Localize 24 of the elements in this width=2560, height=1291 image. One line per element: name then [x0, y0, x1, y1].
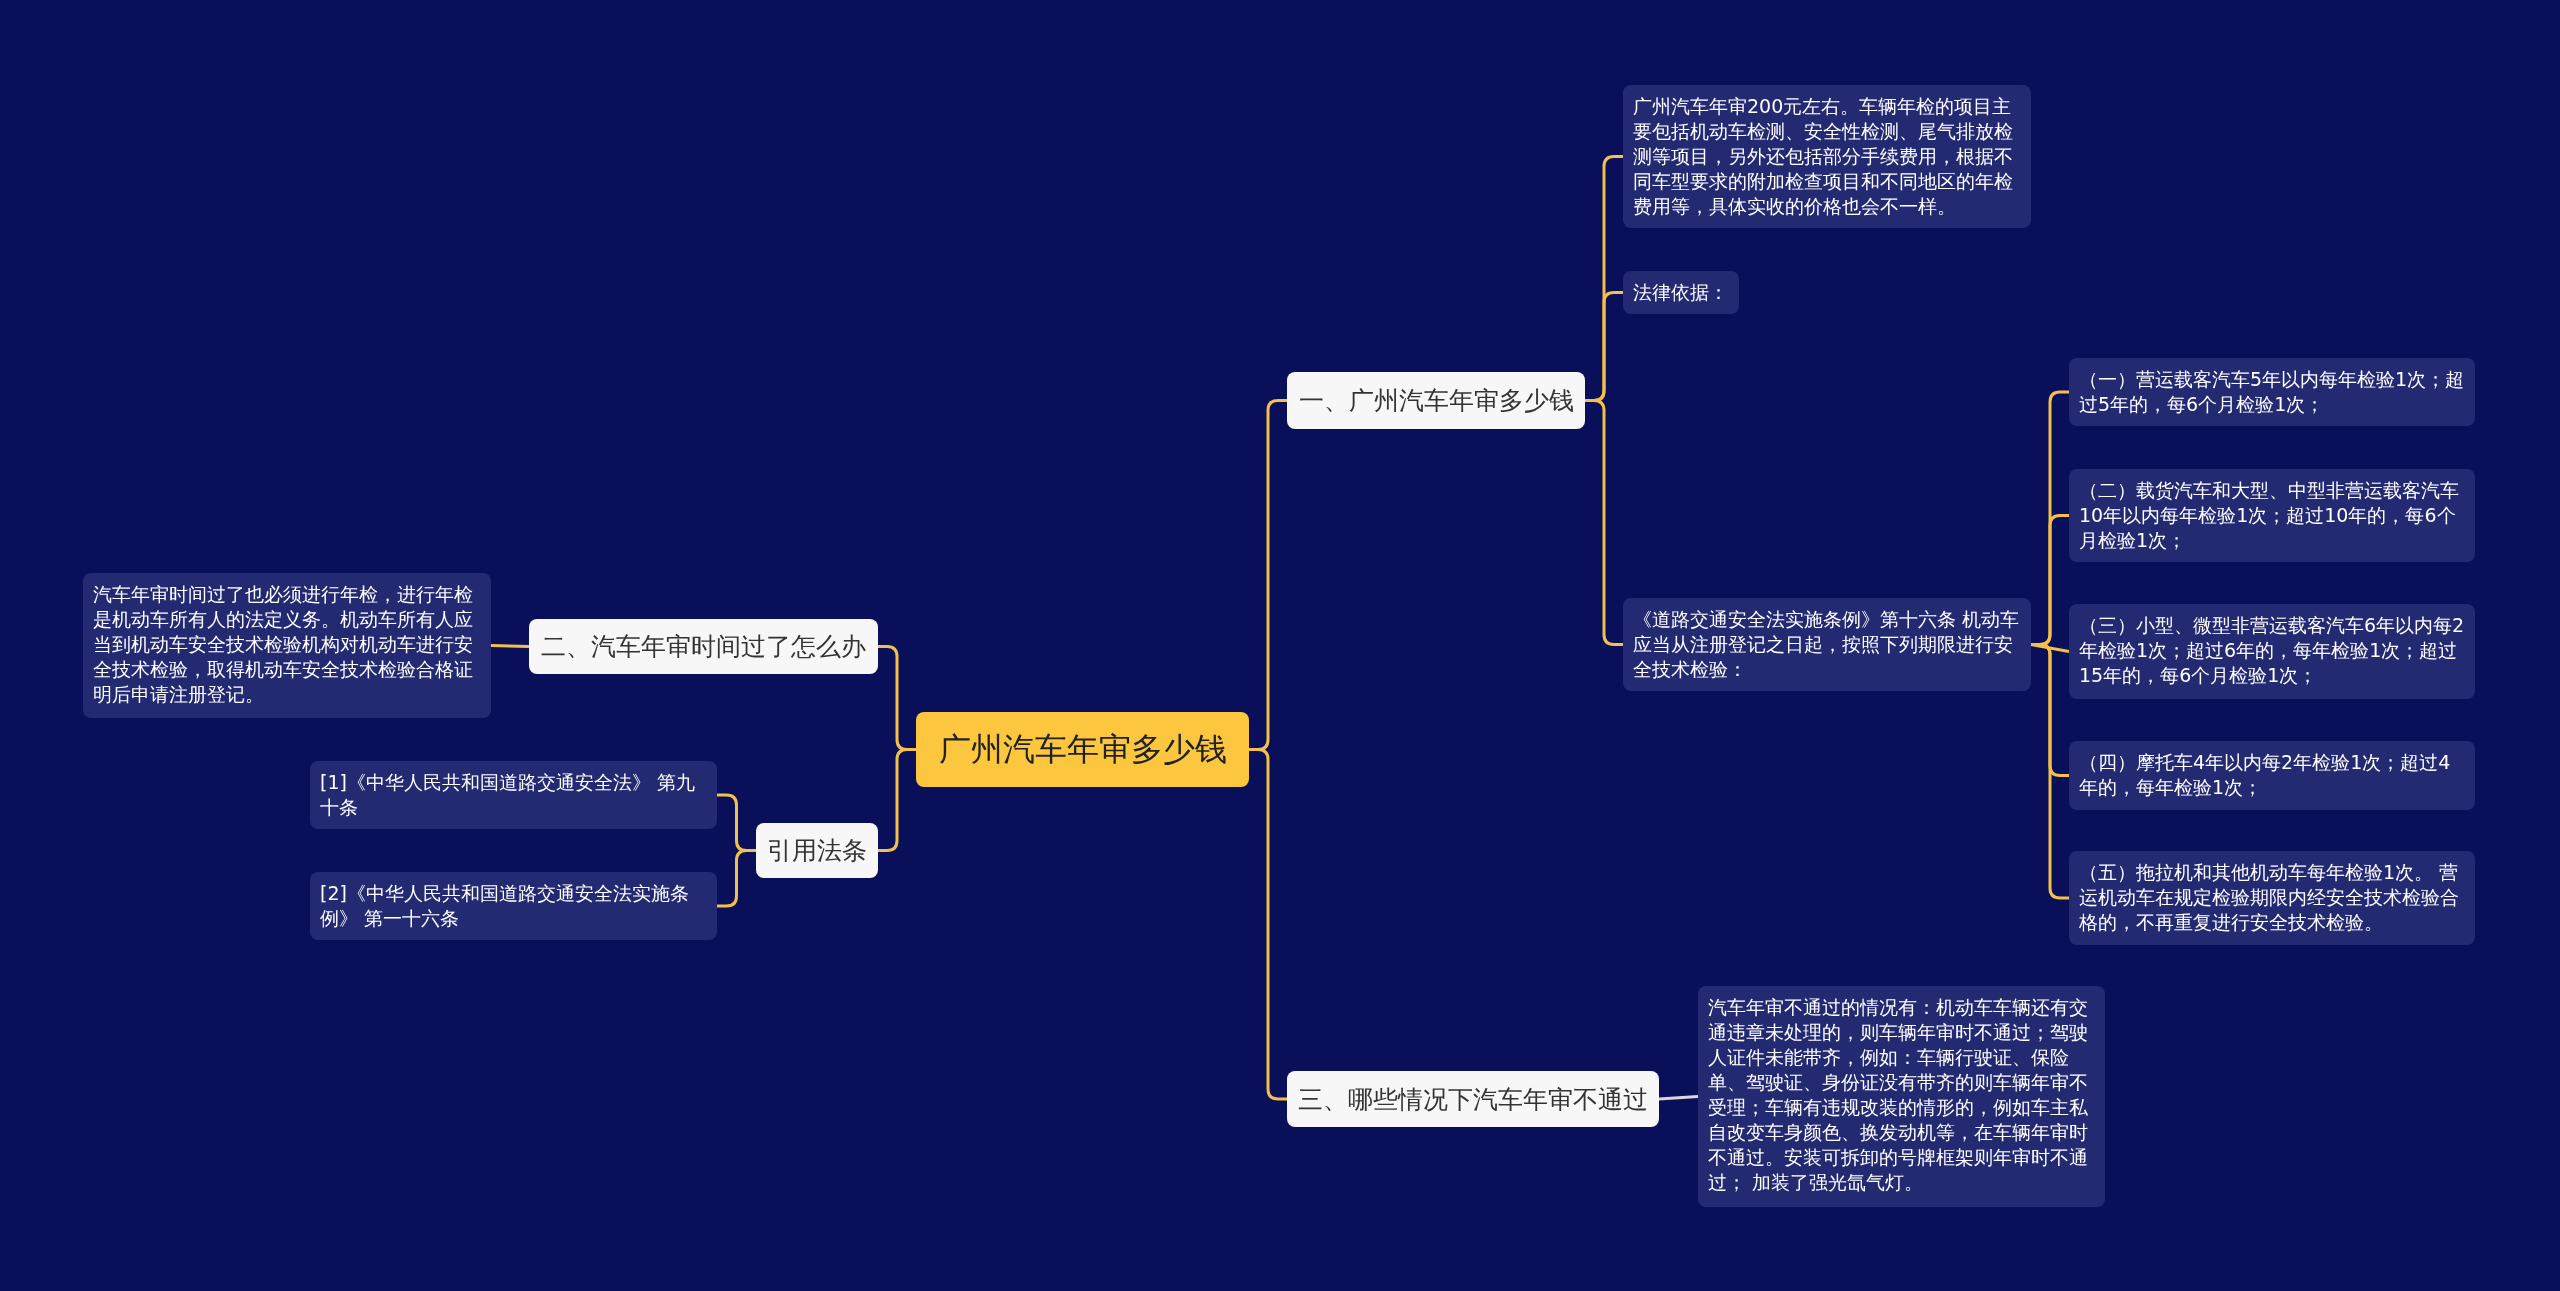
connector-line	[717, 849, 756, 908]
note-box: 汽车年审时间过了也必须进行年检，进行年检是机动车所有人的法定义务。机动车所有人应当到机动车安全技术检验机构对机动车进行安全技术检验，取得机动车安全技术检验合格证明后申请注册登记。	[83, 573, 491, 718]
note-box: （五）拖拉机和其他机动车每年检验1次。 营运机动车在规定检验期限内经安全技术检验合格的，不再重复进行安全技术检验。	[2069, 851, 2475, 945]
connector-line	[2031, 643, 2069, 900]
note-box: 广州汽车年审200元左右。车辆年检的项目主要包括机动车检测、安全性检测、尾气排放检测等项目，另外还包括部分手续费用，根据不同车型要求的附加检查项目和不同地区的年检费用等，具体实收的价格也会不一样。	[1623, 85, 2031, 228]
topic-box: 三、哪些情况下汽车年审不通过	[1287, 1071, 1659, 1127]
note-box: 法律依据：	[1623, 271, 1739, 314]
connector-line	[1585, 399, 1623, 646]
topic-box: 二、汽车年审时间过了怎么办	[529, 619, 878, 674]
note-box: 《道路交通安全法实施条例》第十六条 机动车应当从注册登记之日起，按照下列期限进行安全技术检验：	[1623, 598, 2031, 691]
connector-line	[1658, 1095, 1699, 1101]
note-box: （二）载货汽车和大型、中型非营运载客汽车10年以内每年检验1次；超过10年的，每6个月检验1次；	[2069, 469, 2475, 562]
note-box: （四）摩托车4年以内每2年检验1次；超过4年的，每年检验1次；	[2069, 741, 2475, 810]
note-box: （三）小型、微型非营运载客汽车6年以内每2年检验1次；超过6年的，每年检验1次；超过15年的，每6个月检验1次；	[2069, 604, 2475, 699]
note-box: 汽车年审不通过的情况有：机动车车辆还有交通违章未处理的，则车辆年审时不通过；驾驶人证件未能带齐，例如：车辆行驶证、保险单、驾驶证、身份证没有带齐的则车辆年审不受理；车辆有违规改装的情形的，例如车主私自改变车身颜色、换发动机等，在车辆年审时不通过。安装可拆卸的号牌框架则年审时不通过； 加装了强光氙气灯。	[1698, 986, 2105, 1207]
connector-line	[878, 748, 916, 852]
connector-line	[1249, 748, 1287, 1101]
topic-box: 一、广州汽车年审多少钱	[1287, 372, 1585, 429]
note-box: （一）营运载客汽车5年以内每年检验1次；超过5年的，每6个月检验1次；	[2069, 358, 2475, 426]
central-topic-box: 广州汽车年审多少钱	[916, 712, 1249, 787]
topic-box: 引用法条	[756, 823, 878, 878]
note-box: [2]《中华人民共和国道路交通安全法实施条例》 第一十六条	[310, 872, 717, 940]
note-box: [1]《中华人民共和国道路交通安全法》 第九十条	[310, 761, 717, 829]
connector-line	[490, 644, 530, 648]
